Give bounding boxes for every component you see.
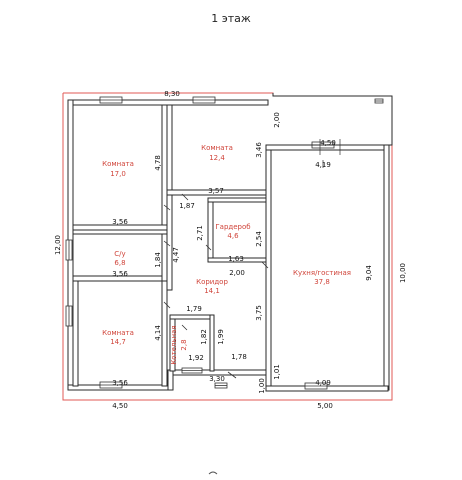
door-boiler: [181, 324, 188, 331]
wall-segment: [166, 104, 173, 196]
dimension-label: 4,14: [154, 325, 162, 341]
dimension-label: 10,00: [399, 263, 407, 283]
wall-segment: [207, 257, 267, 263]
dimension-label: 1,99: [217, 329, 225, 345]
window-mark: [65, 305, 73, 327]
door-room2: [181, 193, 189, 201]
dimension-label: 4,19: [315, 161, 331, 169]
door-entrance: [227, 371, 237, 379]
door-wardrobe: [205, 244, 212, 251]
door-bath: [163, 240, 171, 247]
dimension-label: 3,46: [255, 142, 263, 158]
window-mark: [374, 98, 384, 104]
dimension-label: 1,82: [200, 329, 208, 345]
terrace: [272, 93, 393, 146]
window-mark: [99, 96, 123, 104]
dimension-labels: 8,30 4,78 3,46 2,00 4,50 4,19 3,57 1,87 …: [54, 90, 407, 410]
door-kitchen: [261, 261, 269, 269]
dimension-label: 1,92: [188, 354, 204, 362]
window-mark: [304, 382, 328, 390]
room-name: Комната: [102, 329, 134, 337]
wall-segment: [166, 194, 173, 291]
wall-segment: [72, 229, 168, 235]
floor-title: 1 этаж: [211, 12, 251, 25]
room-area: 12,4: [209, 154, 225, 162]
wall-segment: [207, 197, 267, 203]
plan-outline: [62, 92, 393, 401]
dimension-label: 1,84: [154, 252, 162, 268]
dimension-label: 4,50: [112, 402, 128, 410]
wall-segment: [166, 189, 267, 196]
dimension-label: 3,57: [208, 187, 224, 195]
wall-segment: [72, 280, 79, 387]
room-area: 14,7: [110, 338, 126, 346]
room-area: 37,8: [314, 278, 330, 286]
dimension-label: 2,00: [273, 112, 281, 128]
window-mark: [181, 367, 203, 374]
room-name: Кухня/гостиная: [293, 269, 351, 277]
dimension-label: 2,71: [196, 225, 204, 241]
room-name: Комната: [201, 144, 233, 152]
wall-segment: [161, 104, 168, 230]
room-area: 4,6: [227, 232, 239, 240]
room-name: Коридор: [196, 278, 228, 286]
room-labels: Комната 17,0 Комната 12,4 С/у 6,8 Гардер…: [102, 144, 351, 365]
dimension-label: 3,56: [112, 379, 128, 387]
dimension-label: 9,04: [365, 265, 373, 281]
dimension-label: 12,00: [54, 235, 62, 255]
doors: [163, 193, 269, 379]
dimension-label: 1,79: [186, 305, 202, 313]
room-name: Котельная: [170, 325, 178, 364]
window-mark: [65, 239, 73, 261]
dimension-label: 4,09: [315, 379, 331, 387]
wall-segment: [67, 99, 269, 106]
window-mark: [99, 381, 123, 389]
dimension-label: 4,78: [154, 155, 162, 171]
room-name: Комната: [102, 160, 134, 168]
door-room1: [163, 204, 171, 211]
wall-segment: [265, 144, 272, 391]
room-name: С/у: [114, 250, 125, 258]
dimension-label: 3,56: [112, 270, 128, 278]
dimension-label: 3,30: [209, 375, 225, 383]
room-name: Гардероб: [215, 223, 250, 231]
dimension-label: 2,54: [255, 231, 263, 247]
dimension-label: 1,87: [179, 202, 195, 210]
dimension-label: 4,47: [172, 247, 180, 263]
dimension-label: 1,63: [228, 255, 244, 263]
dimension-label: 1,01: [273, 364, 281, 380]
wall-segment: [169, 314, 211, 320]
dimension-label: 1,00: [258, 378, 266, 394]
wall-segment: [167, 369, 174, 391]
dimension-label: 4,50: [320, 139, 336, 147]
wall-segment: [209, 314, 215, 372]
dimension-label: 3,75: [255, 305, 263, 321]
dimension-label: 5,00: [317, 402, 333, 410]
room-area: 17,0: [110, 170, 126, 178]
dimension-label: 3,56: [112, 218, 128, 226]
door-room3: [163, 301, 171, 309]
room-area: 14,1: [204, 287, 220, 295]
dimension-label: 2,00: [229, 269, 245, 277]
dimension-label: 1,78: [231, 353, 247, 361]
wall-segment: [383, 144, 390, 391]
window-mark: [192, 96, 216, 104]
room-area: 6,8: [114, 259, 125, 267]
north-arrow-icon: [208, 471, 218, 475]
dimension-label: 8,30: [164, 90, 180, 98]
room-area: 2,8: [180, 339, 188, 350]
wall-segment: [161, 280, 168, 387]
window-mark: [214, 382, 228, 389]
